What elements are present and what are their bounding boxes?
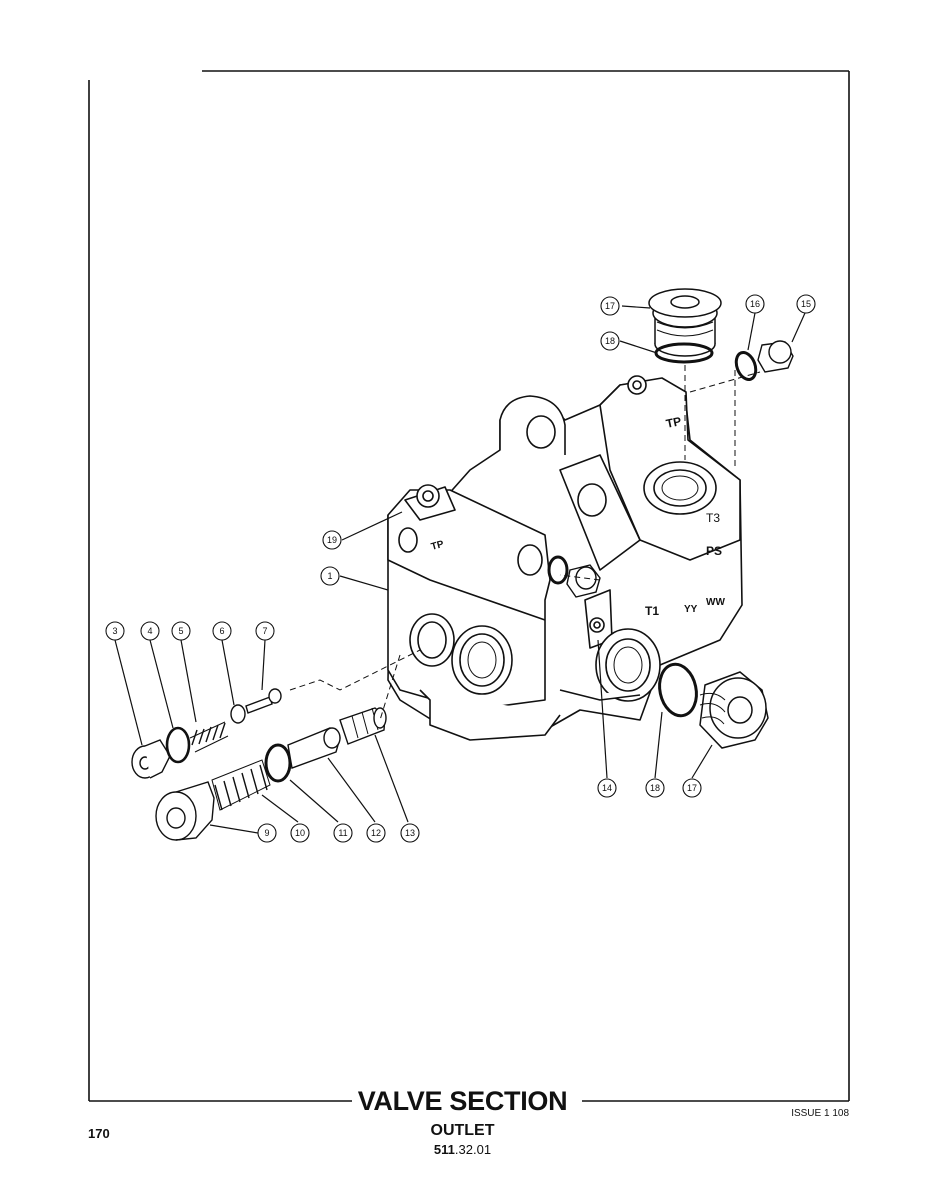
callout-7: 7 [262, 626, 267, 636]
assembly-lines [289, 365, 761, 721]
svg-text:YY: YY [684, 604, 698, 615]
body-markings: TP T3 PS TP T1 YY WW [430, 414, 726, 618]
callout-1: 1 [327, 571, 332, 581]
callout-6: 6 [219, 626, 224, 636]
plug-17-right [699, 671, 769, 749]
callout-17: 17 [605, 301, 615, 311]
callout-19: 19 [327, 535, 337, 545]
callout-16: 16 [750, 299, 760, 309]
callout-17: 17 [687, 783, 697, 793]
svg-text:T1: T1 [645, 604, 659, 618]
callout-5: 5 [178, 626, 183, 636]
svg-text:TP: TP [665, 414, 683, 431]
svg-text:WW: WW [706, 597, 725, 608]
subtitle: OUTLET [430, 1122, 495, 1139]
callout-15: 15 [801, 299, 811, 309]
svg-text:PS: PS [706, 544, 722, 558]
callout-3: 3 [112, 626, 117, 636]
svg-text:TP: TP [430, 539, 446, 553]
o-ring-18-right [658, 662, 698, 718]
callout-18: 18 [650, 783, 660, 793]
page-border [88, 70, 850, 1102]
callout-12: 12 [371, 828, 381, 838]
plug-14 [566, 564, 601, 598]
callout-9: 9 [264, 828, 269, 838]
callout-10: 10 [295, 828, 305, 838]
callout-14: 14 [602, 783, 612, 793]
callout-bubbles [105, 294, 816, 843]
valve-body [387, 375, 743, 741]
o-ring-16 [734, 350, 758, 382]
reference-rest: .32.01 [454, 1142, 492, 1157]
callout-11: 11 [338, 828, 347, 838]
page-title: VALVE SECTION [0, 1086, 925, 1117]
callout-18: 18 [605, 336, 615, 346]
callout-4: 4 [147, 626, 152, 636]
callout-leaders [114, 305, 806, 834]
o-ring-middle [547, 555, 569, 585]
title-main: VALVE SECTION [351, 1086, 574, 1116]
issue-label: ISSUE 1 108 [791, 1108, 849, 1119]
reference-number: 511.32.01 [0, 1142, 925, 1157]
plug-15 [757, 340, 794, 373]
plug-17-top [648, 288, 722, 357]
reference-bold: 511 [433, 1142, 455, 1157]
callout-13: 13 [405, 828, 415, 838]
left-assembly [131, 688, 387, 841]
svg-text:T3: T3 [706, 511, 720, 525]
page-number: 170 [88, 1126, 110, 1141]
